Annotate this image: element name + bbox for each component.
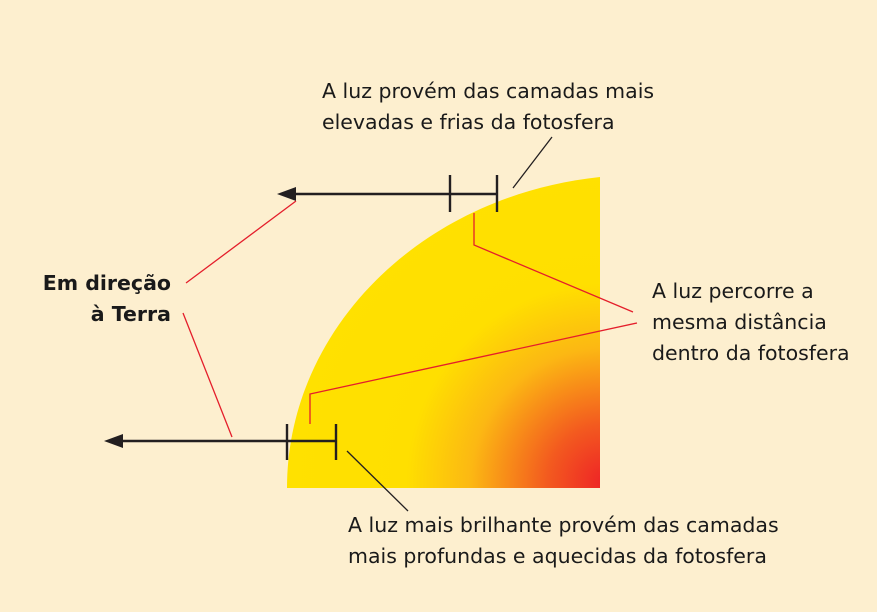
deep-layers-label-line2: mais profundas e aquecidas da fotosfera [348,544,767,568]
bottom-label-pointer [346,450,409,512]
bottom-ray-arrow [104,424,338,460]
deep-layers-label-line1: A luz mais brilhante provém das camadas [348,513,779,537]
same-distance-label-line1: A luz percorre a [652,279,814,303]
upper-layers-label-line2: elevadas e frias da fotosfera [322,110,615,134]
top-ray-arrow [277,175,499,212]
deep-layers-label: A luz mais brilhante provém das camadas … [348,510,779,572]
sun-section [287,177,600,488]
earth-direction-label-line1: Em direção [42,271,171,295]
same-distance-label-line2: mesma distância [652,310,827,334]
upper-layers-label-line1: A luz provém das camadas mais [322,79,655,103]
same-distance-pointers [309,213,638,424]
same-distance-label: A luz percorre a mesma distância dentro … [652,276,850,369]
same-distance-label-line3: dentro da fotosfera [652,341,850,365]
earth-direction-pointers [182,200,297,438]
earth-direction-label-line2: à Terra [90,302,171,326]
top-label-pointer [512,136,553,189]
upper-layers-label: A luz provém das camadas mais elevadas e… [322,76,654,138]
earth-direction-label: Em direção à Terra [43,268,171,330]
